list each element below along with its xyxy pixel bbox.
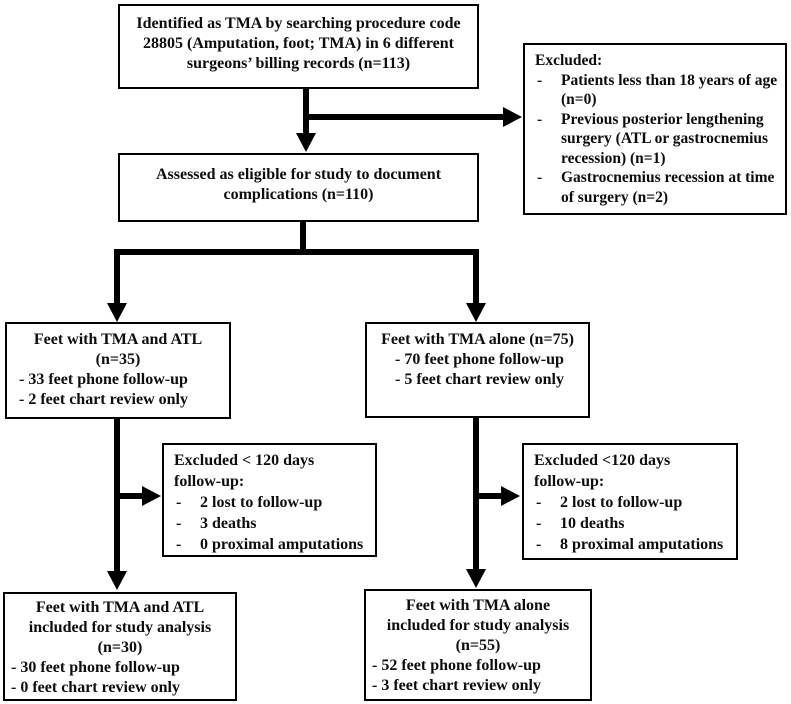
box-assessed: Assessed as eligible for study to docume… bbox=[118, 153, 479, 222]
tma-atl-final-item: - 30 feet phone follow-up bbox=[11, 659, 180, 676]
tma-alone-item: - 70 feet phone follow-up bbox=[395, 351, 564, 368]
split-connector bbox=[114, 220, 479, 255]
excluded-initial-item: - Previous posterior lengthening surgery… bbox=[535, 110, 779, 169]
excluded-atl-title: follow-up: bbox=[174, 473, 245, 491]
box-tma-alone-final: Feet with TMA alone included for study a… bbox=[364, 589, 592, 701]
identified-line: 28805 (Amputation, foot; TMA) in 6 diffe… bbox=[143, 35, 454, 52]
arrow-split-to-tma-alone bbox=[466, 249, 486, 322]
tma-atl-heading: Feet with TMA and ATL bbox=[33, 331, 203, 348]
assessed-line: complications (n=110) bbox=[223, 186, 374, 203]
box-tma-atl-final: Feet with TMA and ATL included for study… bbox=[3, 592, 237, 701]
tma-alone-final-heading: (n=55) bbox=[455, 637, 501, 654]
tma-alone-final-heading: Feet with TMA alone bbox=[405, 597, 551, 614]
arrow-to-excluded-initial bbox=[303, 107, 522, 127]
arrow-tma-alone-to-final bbox=[466, 417, 486, 588]
excluded-initial-item: - Patients less than 18 years of age (n=… bbox=[535, 71, 779, 110]
excluded-alone-item-text: 2 lost to follow-up bbox=[560, 494, 683, 512]
identified-line: surgeons’ billing records (n=113) bbox=[186, 55, 411, 72]
box-excluded-atl: Excluded < 120 days follow-up: - 2 lost … bbox=[162, 443, 377, 557]
identified-line: Identified as TMA by searching procedure… bbox=[136, 15, 461, 32]
bullet-dash: - bbox=[176, 515, 182, 533]
box-excluded-alone: Excluded <120 days follow-up: - 2 lost t… bbox=[522, 443, 738, 560]
arrow-to-excluded-atl bbox=[117, 486, 161, 506]
excluded-atl-title: Excluded < 120 days bbox=[174, 452, 315, 469]
excluded-atl-item: - 0 proximal amputations bbox=[174, 534, 371, 555]
tma-atl-item: - 2 feet chart review only bbox=[19, 391, 188, 408]
excluded-alone-item-text: 8 proximal amputations bbox=[560, 536, 724, 554]
excluded-atl-item-text: 2 lost to follow-up bbox=[200, 494, 323, 512]
tma-atl-final-heading: (n=30) bbox=[97, 639, 143, 656]
bullet-dash: - bbox=[536, 515, 542, 533]
tma-alone-item: - 5 feet chart review only bbox=[395, 371, 564, 388]
excluded-atl-item-text: 3 deaths bbox=[200, 515, 257, 533]
box-tma-atl: Feet with TMA and ATL (n=35) - 33 feet p… bbox=[5, 322, 231, 419]
excluded-atl-item: - 2 lost to follow-up bbox=[174, 492, 371, 513]
assessed-line: Assessed as eligible for study to docume… bbox=[155, 166, 442, 183]
bullet-dash: - bbox=[537, 71, 543, 89]
arrow-tma-atl-to-final bbox=[107, 418, 127, 590]
arrow-identified-to-assessed bbox=[296, 88, 316, 152]
box-tma-alone: Feet with TMA alone (n=75) - 70 feet pho… bbox=[365, 322, 590, 418]
tma-atl-item: - 33 feet phone follow-up bbox=[19, 371, 188, 388]
excluded-atl-item-text: 0 proximal amputations bbox=[200, 536, 364, 554]
excluded-initial-title: Excluded: bbox=[535, 52, 603, 69]
excluded-alone-item: - 2 lost to follow-up bbox=[534, 492, 732, 513]
tma-atl-final-heading: Feet with TMA and ATL bbox=[35, 599, 205, 616]
box-excluded-initial: Excluded: - Patients less than 18 years … bbox=[523, 43, 787, 215]
bullet-dash: - bbox=[176, 536, 182, 554]
excluded-alone-title: Excluded <120 days bbox=[534, 452, 671, 469]
arrow-to-excluded-alone bbox=[476, 486, 520, 506]
bullet-dash: - bbox=[536, 536, 542, 554]
excluded-initial-item-text: Gastrocnemius recession at time of surge… bbox=[561, 169, 775, 206]
bullet-dash: - bbox=[537, 110, 543, 128]
bullet-dash: - bbox=[536, 494, 542, 512]
tma-alone-final-item: - 3 feet chart review only bbox=[372, 677, 541, 694]
excluded-alone-item: - 8 proximal amputations bbox=[534, 534, 732, 555]
bullet-dash: - bbox=[537, 169, 543, 187]
excluded-initial-item: - Gastrocnemius recession at time of sur… bbox=[535, 168, 779, 207]
bullet-dash: - bbox=[176, 494, 182, 512]
tma-alone-heading: Feet with TMA alone (n=75) bbox=[381, 331, 574, 348]
excluded-alone-item-text: 10 deaths bbox=[560, 515, 625, 533]
excluded-initial-item-text: Previous posterior lengthening surgery (… bbox=[561, 110, 769, 167]
arrow-split-to-tma-atl bbox=[107, 249, 127, 322]
excluded-atl-item: - 3 deaths bbox=[174, 513, 371, 534]
tma-alone-final-item: - 52 feet phone follow-up bbox=[372, 657, 541, 674]
box-identified: Identified as TMA by searching procedure… bbox=[118, 4, 479, 89]
excluded-initial-item-text: Patients less than 18 years of age (n=0) bbox=[561, 71, 778, 109]
excluded-alone-title: follow-up: bbox=[534, 473, 605, 491]
tma-alone-final-heading: included for study analysis bbox=[386, 617, 570, 634]
excluded-alone-item: - 10 deaths bbox=[534, 513, 732, 534]
tma-atl-final-heading: included for study analysis bbox=[28, 619, 212, 636]
tma-atl-heading: (n=35) bbox=[95, 351, 141, 368]
tma-atl-final-item: - 0 feet chart review only bbox=[11, 679, 180, 696]
